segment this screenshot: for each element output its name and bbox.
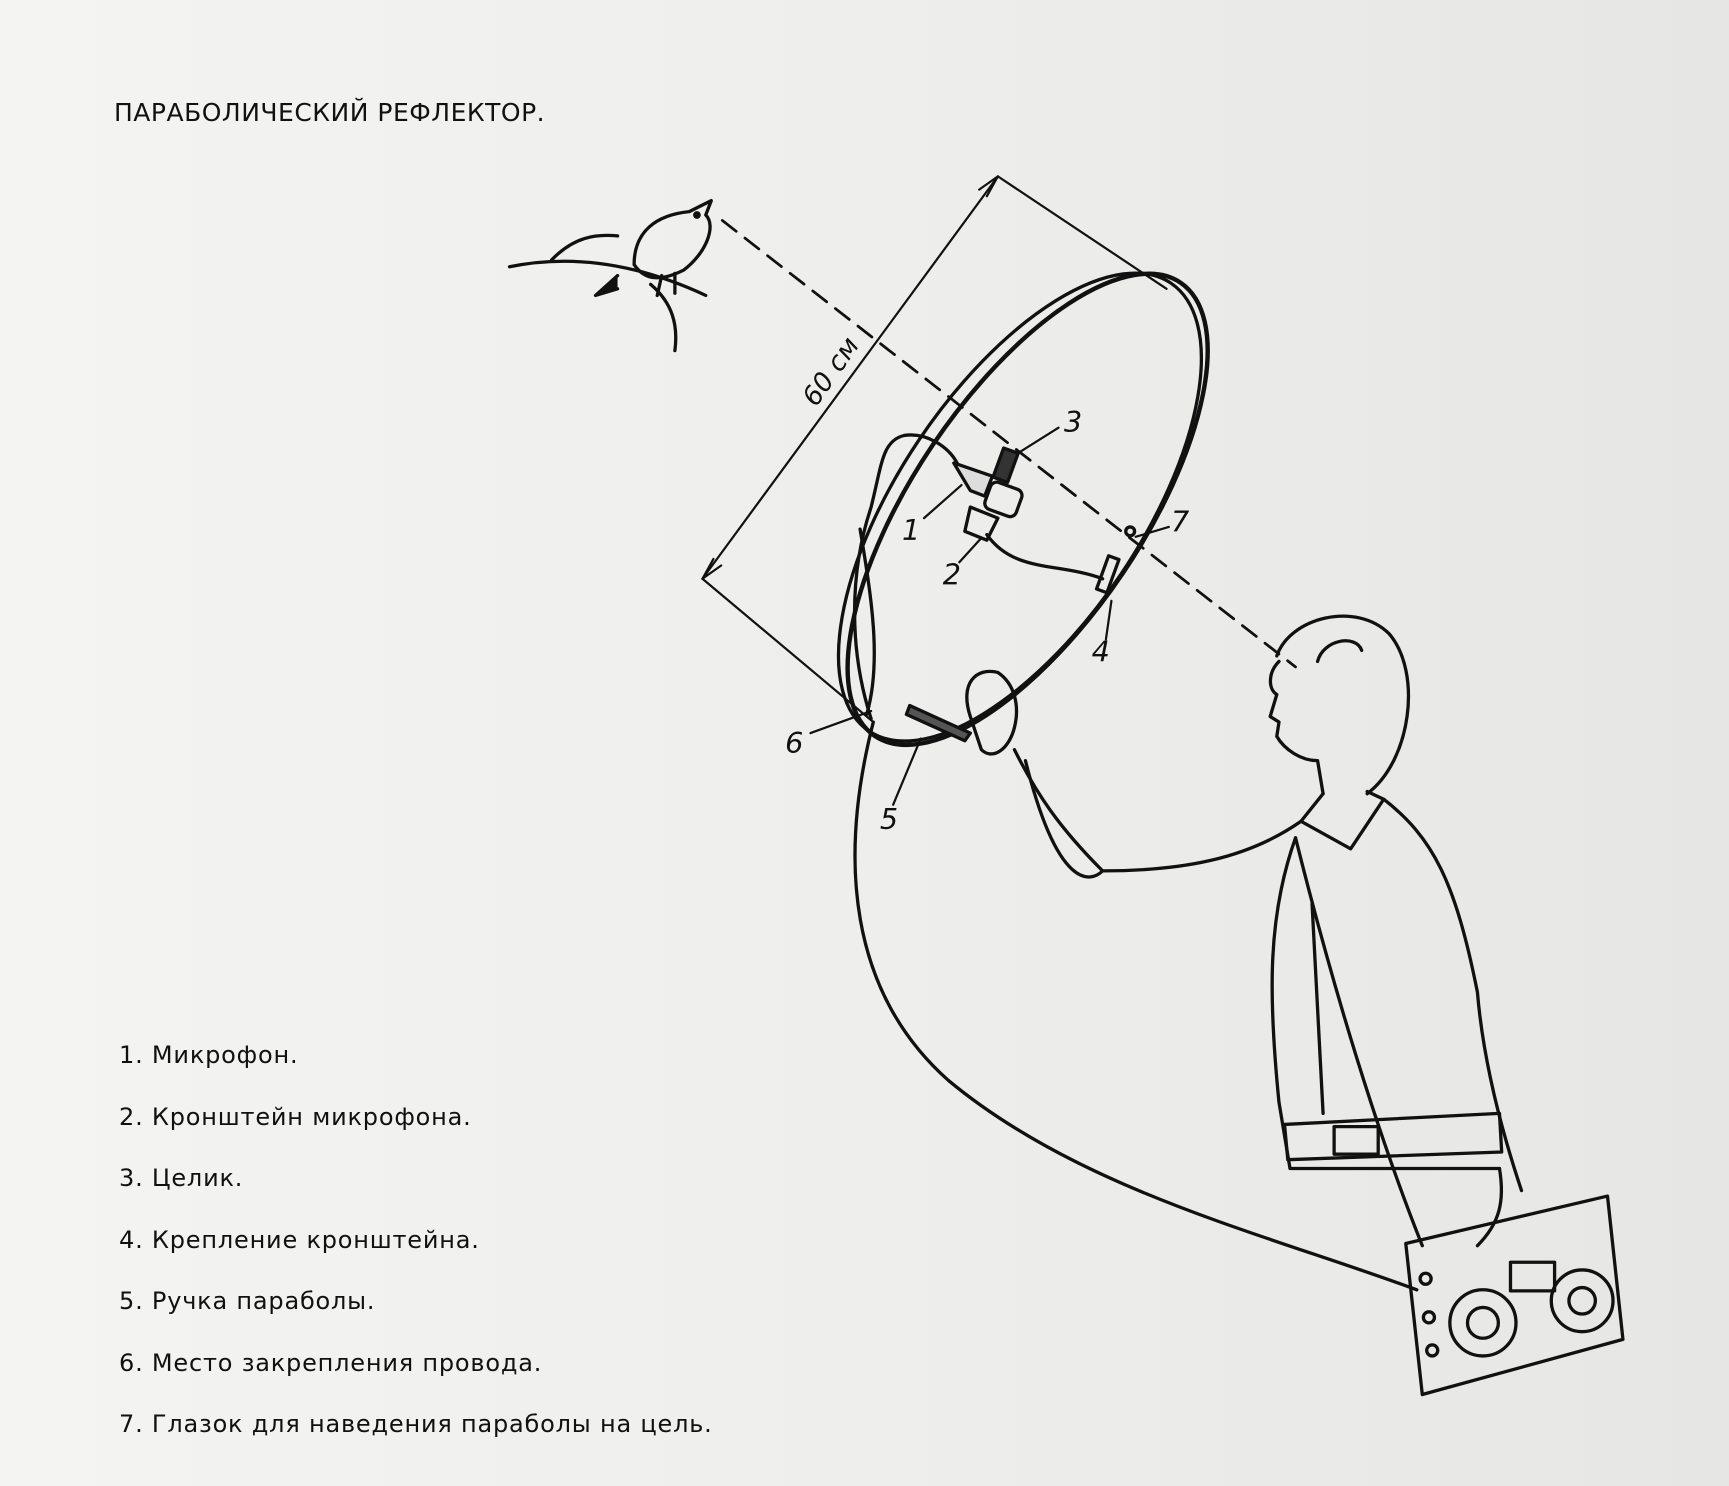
callout-6: 6 (785, 726, 803, 760)
callout-4: 4 (1092, 634, 1110, 668)
callout-7: 7 (1171, 504, 1189, 538)
callout-5: 5 (880, 802, 898, 836)
legend-item: 1. Микрофон. (119, 1041, 299, 1069)
callout-leaders (809, 426, 1170, 806)
legend-item: 2. Кронштейн микрофона. (119, 1102, 472, 1131)
microphone-cable (853, 720, 1419, 1292)
bird-on-branch (507, 198, 713, 353)
legend-item: 3. Целик. (119, 1164, 244, 1192)
legend-list: 1. Микрофон. 2. Кронштейн микрофона. 3. … (119, 1040, 713, 1471)
person (965, 614, 1524, 1248)
callout-3: 3 (1064, 405, 1082, 439)
parabolic-dish (836, 271, 1210, 748)
sight-line (720, 219, 1297, 669)
tape-recorder (1404, 1194, 1625, 1397)
legend-item: 7. Глазок для наведения параболы на цель… (119, 1410, 713, 1438)
legend-item: 5. Ручка параболы. (119, 1287, 376, 1315)
page-title: ПАРАБОЛИЧЕСКИЙ РЕФЛЕКТОР. (114, 98, 546, 127)
legend-item: 4. Крепление кронштейна. (119, 1225, 480, 1254)
callout-2: 2 (943, 557, 961, 591)
callout-1: 1 (902, 513, 920, 547)
legend-item: 6. Место закрепления провода. (119, 1348, 543, 1377)
